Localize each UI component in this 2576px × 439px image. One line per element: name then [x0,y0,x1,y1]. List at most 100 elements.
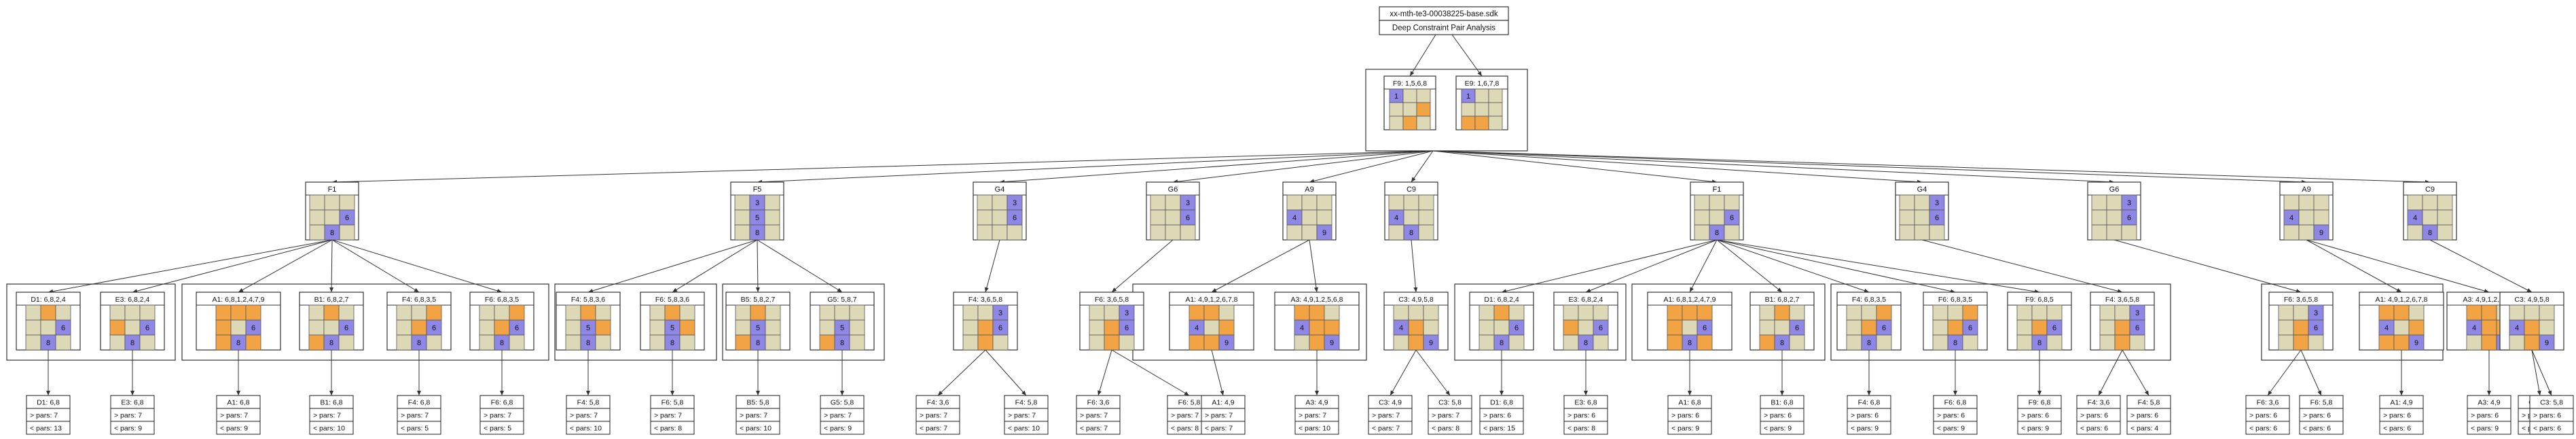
edge-arrowhead [840,391,844,396]
cell-digit: 6 [2135,324,2139,332]
grid-cell [565,304,581,321]
cell-digit: 6 [1514,324,1519,332]
tree-nodes: xx-mth-te3-00038225-base.sdk Deep Constr… [16,6,2574,435]
edge-arrowhead [238,287,244,292]
grid-cell [40,319,56,336]
node-label: A1: 6,8,1,2,4,7,9 [1663,296,1716,304]
grid-cell [2539,319,2555,336]
leaf-cell [1294,421,1339,435]
edge-arrowhead [1953,391,1957,396]
grid-cell [1846,319,1862,336]
tree-edge [1432,150,2431,183]
leaf-cell [110,421,155,435]
edge-arrowhead [2396,287,2401,292]
tree-edge [757,150,1434,183]
edge-arrowhead [496,289,502,293]
cell-digit: 6 [145,324,149,332]
grid-cell [1218,304,1235,321]
grid-cell [1667,304,1683,321]
tree-edge [1111,239,1174,293]
grid-cell [1759,319,1775,336]
edge-arrowhead [1864,288,1869,293]
tree-edge [2531,349,2541,396]
tree-edge [1097,349,1112,396]
grid-cell [595,319,611,336]
leaf-count: < pars: 8 [1171,425,1199,433]
grid-cell [1709,209,1725,226]
edge-arrowhead [2099,390,2103,396]
leaf-cell [2299,421,2344,435]
level2-node: F9: 6,8,568 [2007,292,2072,351]
grid-cell [1479,319,1495,336]
leaf-pars: > pars: 7 [654,412,682,420]
grid-cell [1846,334,1862,351]
level2-node: D1: 6,8,2,468 [1469,292,1534,351]
edge-arrowhead [417,391,421,396]
tree-edge [2122,349,2149,396]
sibling-group-frame [6,283,176,361]
tree-edge [1415,349,1451,396]
grid-cell [509,334,525,351]
grid-cell [1309,304,1325,321]
grid-cell [2091,209,2107,226]
grid-cell [2378,334,2395,351]
grid-cell [1286,194,1303,211]
leaf-node: F6: 5,8> pars: 7< pars: 8 [650,395,695,435]
grid-cell [1861,319,1877,336]
leaf-pars: > pars: 7 [824,412,852,420]
grid-cell [1861,304,1877,321]
leaf-node: F6: 3,6> pars: 7< pars: 7 [1076,395,1121,435]
grid-cell [2313,209,2329,226]
level2-node: F6: 6,8,3,568 [469,292,534,351]
cell-digit: 6 [2314,324,2318,332]
level2-node: B5: 5,8,2,758 [725,292,791,351]
tree-edge [2531,349,2552,396]
node-label: C9 [1407,186,1416,194]
grid-cell [2437,209,2453,226]
edge-arrowhead [1690,287,1694,292]
grid-cell [1593,334,1609,351]
cell-digit: 3 [755,199,759,207]
grid-cell [1488,116,1503,130]
grid-cell [2524,334,2540,351]
leaf-count: < pars: 5 [401,425,429,433]
cell-digit: 9 [2319,229,2323,237]
tree-edge [331,239,503,293]
leaf-pars: > pars: 7 [1299,412,1326,420]
grid-cell [2539,304,2555,321]
leaf-node: C3: 5,8> pars: 7< pars: 8 [1428,395,1472,435]
leaf-label: A1: 4,9 [2390,399,2412,407]
cell-digit: 6 [1935,214,1939,222]
leaf-count: < pars: 8 [1567,425,1595,433]
leaf-pars: > pars: 7 [484,412,511,420]
grid-cell [1165,224,1181,241]
grid-cell [819,334,835,351]
grid-cell [1418,224,1434,241]
grid-cell [1694,194,1710,211]
leaf-node: F4: 5,8> pars: 6< pars: 4 [2126,395,2171,435]
grid-cell [1508,334,1525,351]
tree-edge [1432,150,2115,183]
grid-cell [1393,304,1409,321]
leaf-label: B5: 5,8 [746,399,769,407]
cell-digit: 8 [46,339,50,347]
grid-cell [1962,304,1978,321]
cell-digit: 3 [1013,199,1017,207]
grid-cell [109,304,126,321]
leaf-count: < pars: 10 [313,425,345,433]
node-label: G6 [2109,186,2120,194]
grid-cell [735,319,751,336]
leaf-count: < pars: 6 [2383,425,2411,433]
grid-cell [679,304,695,321]
level2-node: A1: 6,8,1,2,4,7,968 [196,292,281,351]
leaf-count: < pars: 6 [2533,425,2561,433]
node-label: F4: 3,6,5,8 [2105,296,2139,304]
sibling-group-frame [181,283,549,361]
grid-cell [2313,194,2329,211]
edge-arrowhead [837,287,842,292]
grid-cell [2298,209,2315,226]
edge-arrowhead [588,289,594,293]
grid-cell [1150,224,1166,241]
